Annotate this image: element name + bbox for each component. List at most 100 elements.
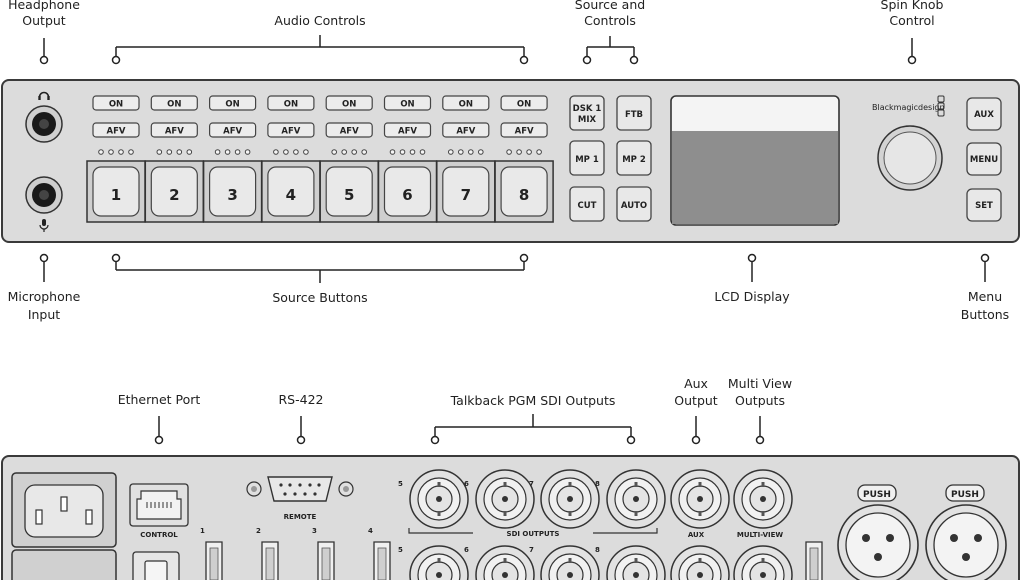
cut-button[interactable]: CUT (569, 186, 605, 222)
rs422-port[interactable]: REMOTE (246, 476, 354, 521)
on-button-6[interactable]: ON (383, 95, 432, 111)
source-button-7[interactable]: 7 (436, 160, 496, 223)
auto-button[interactable]: AUTO (616, 186, 652, 222)
callout-audio-controls: Audio Controls (111, 13, 529, 65)
aux-label: AUX (974, 110, 994, 120)
sdi-output-bottom-5[interactable] (409, 545, 469, 580)
afv-label: AFV (515, 127, 534, 137)
headphone-jack[interactable] (25, 105, 63, 143)
on-button-5[interactable]: ON (325, 95, 373, 111)
sdi-output-top-5[interactable] (409, 469, 469, 529)
dsk-mix-button[interactable]: DSK 1 MIX (569, 95, 605, 131)
level-leds-2 (156, 149, 193, 155)
on-label: ON (342, 100, 356, 110)
mp1-button[interactable]: MP 1 (569, 140, 605, 176)
afv-button-7[interactable]: AFV (442, 122, 490, 138)
on-button-1[interactable]: ON (92, 95, 140, 111)
hdmi-number-2: 2 (256, 527, 261, 535)
callout-aux-line1: Aux (684, 376, 708, 391)
level-leds-4 (273, 149, 309, 155)
callout-headphone-line2: Output (22, 13, 66, 28)
on-button-2[interactable]: ON (150, 95, 198, 111)
hdmi-number-4: 4 (368, 527, 373, 535)
source-button-5[interactable]: 5 (319, 160, 379, 223)
hdmi-number-1: 1 (200, 527, 205, 535)
source-number-3: 3 (227, 186, 237, 204)
hdmi-multiview-port[interactable] (805, 541, 823, 580)
sdi-number-bottom-5: 5 (398, 546, 403, 554)
sdi-output-bottom-7[interactable] (540, 545, 600, 580)
mp2-button[interactable]: MP 2 (616, 140, 652, 176)
afv-button-1[interactable]: AFV (92, 122, 140, 138)
ethernet-port[interactable]: CONTROL (129, 483, 189, 539)
front-panel: ON AFV 1 ON AFV 2 ON AFV 3 ON AFV 4 ON AFV 5 ON AFV 6 ON AF… (1, 79, 1020, 243)
callout-aux-output: Aux Output (674, 376, 718, 445)
on-button-4[interactable]: ON (267, 95, 315, 111)
hdmi-port-4[interactable]: 4 (368, 527, 391, 580)
menu-label: MENU (970, 155, 998, 165)
sdi-output-top-7[interactable] (540, 469, 600, 529)
callout-multiview: Multi View Outputs (728, 376, 792, 445)
source-button-8[interactable]: 8 (494, 160, 554, 223)
level-leds-1 (98, 149, 134, 155)
set-button[interactable]: SET (966, 188, 1002, 222)
spin-knob[interactable] (877, 125, 943, 191)
multiview-bnc-bottom[interactable] (733, 545, 793, 580)
on-button-8[interactable]: ON (500, 95, 548, 111)
audio-controls-group: ON AFV 1 ON AFV 2 ON AFV 3 ON AFV 4 ON AFV 5 ON AFV 6 ON AF… (86, 95, 554, 223)
callout-menu-buttons: Menu Buttons (961, 253, 1009, 322)
hdmi-port-1[interactable]: 1 (200, 527, 223, 580)
afv-button-5[interactable]: AFV (325, 122, 373, 138)
callout-source-buttons: Source Buttons (111, 253, 529, 305)
on-button-7[interactable]: ON (442, 95, 490, 111)
microphone-icon (39, 219, 49, 232)
aux-port-label: AUX (688, 531, 705, 539)
level-leds-5 (331, 149, 368, 155)
microphone-jack[interactable] (25, 176, 63, 214)
sdi-number-bottom-6: 6 (464, 546, 469, 554)
hdmi-number-3: 3 (312, 527, 317, 535)
afv-label: AFV (223, 127, 242, 137)
xlr-connector-right[interactable]: PUSH (925, 484, 1007, 580)
source-button-3[interactable]: 3 (202, 160, 263, 223)
callout-source-controls-line1: Source and (575, 0, 645, 12)
afv-button-2[interactable]: AFV (150, 122, 198, 138)
callout-menu-line1: Menu (968, 289, 1002, 304)
afv-label: AFV (165, 127, 184, 137)
callout-multiview-line2: Outputs (735, 393, 785, 408)
afv-button-4[interactable]: AFV (267, 122, 315, 138)
aux-button[interactable]: AUX (966, 97, 1002, 131)
callout-microphone-line1: Microphone (8, 289, 81, 304)
sdi-output-bottom-6[interactable] (475, 545, 535, 580)
usb-port[interactable] (132, 551, 180, 580)
level-leds-6 (389, 149, 426, 155)
aux-bnc-top[interactable] (670, 469, 730, 529)
sdi-output-bottom-8[interactable] (606, 545, 666, 580)
menu-button[interactable]: MENU (966, 142, 1002, 176)
source-button-4[interactable]: 4 (261, 160, 321, 223)
sdi-output-top-8[interactable] (606, 469, 666, 529)
xlr-connector-left[interactable]: PUSH (837, 484, 919, 580)
hdmi-port-3[interactable]: 3 (312, 527, 335, 580)
hdmi-port-2[interactable]: 2 (256, 527, 279, 580)
afv-label: AFV (107, 127, 126, 137)
ftb-button[interactable]: FTB (616, 95, 652, 131)
power-inlet[interactable] (11, 472, 117, 580)
source-number-8: 8 (519, 186, 529, 204)
aux-bnc-bottom[interactable] (670, 545, 730, 580)
source-button-6[interactable]: 6 (377, 160, 438, 223)
afv-button-8[interactable]: AFV (500, 122, 548, 138)
sdi-output-top-6[interactable] (475, 469, 535, 529)
multiview-bnc-top[interactable] (733, 469, 793, 529)
afv-button-3[interactable]: AFV (209, 122, 257, 138)
source-button-2[interactable]: 2 (144, 160, 205, 223)
afv-button-6[interactable]: AFV (383, 122, 432, 138)
on-label: ON (517, 100, 531, 110)
brand-logo-icon (937, 95, 945, 117)
on-button-3[interactable]: ON (209, 95, 257, 111)
callout-headphone: Headphone Output (8, 0, 80, 65)
source-button-1[interactable]: 1 (86, 160, 146, 223)
callout-ethernet: Ethernet Port (118, 392, 200, 445)
